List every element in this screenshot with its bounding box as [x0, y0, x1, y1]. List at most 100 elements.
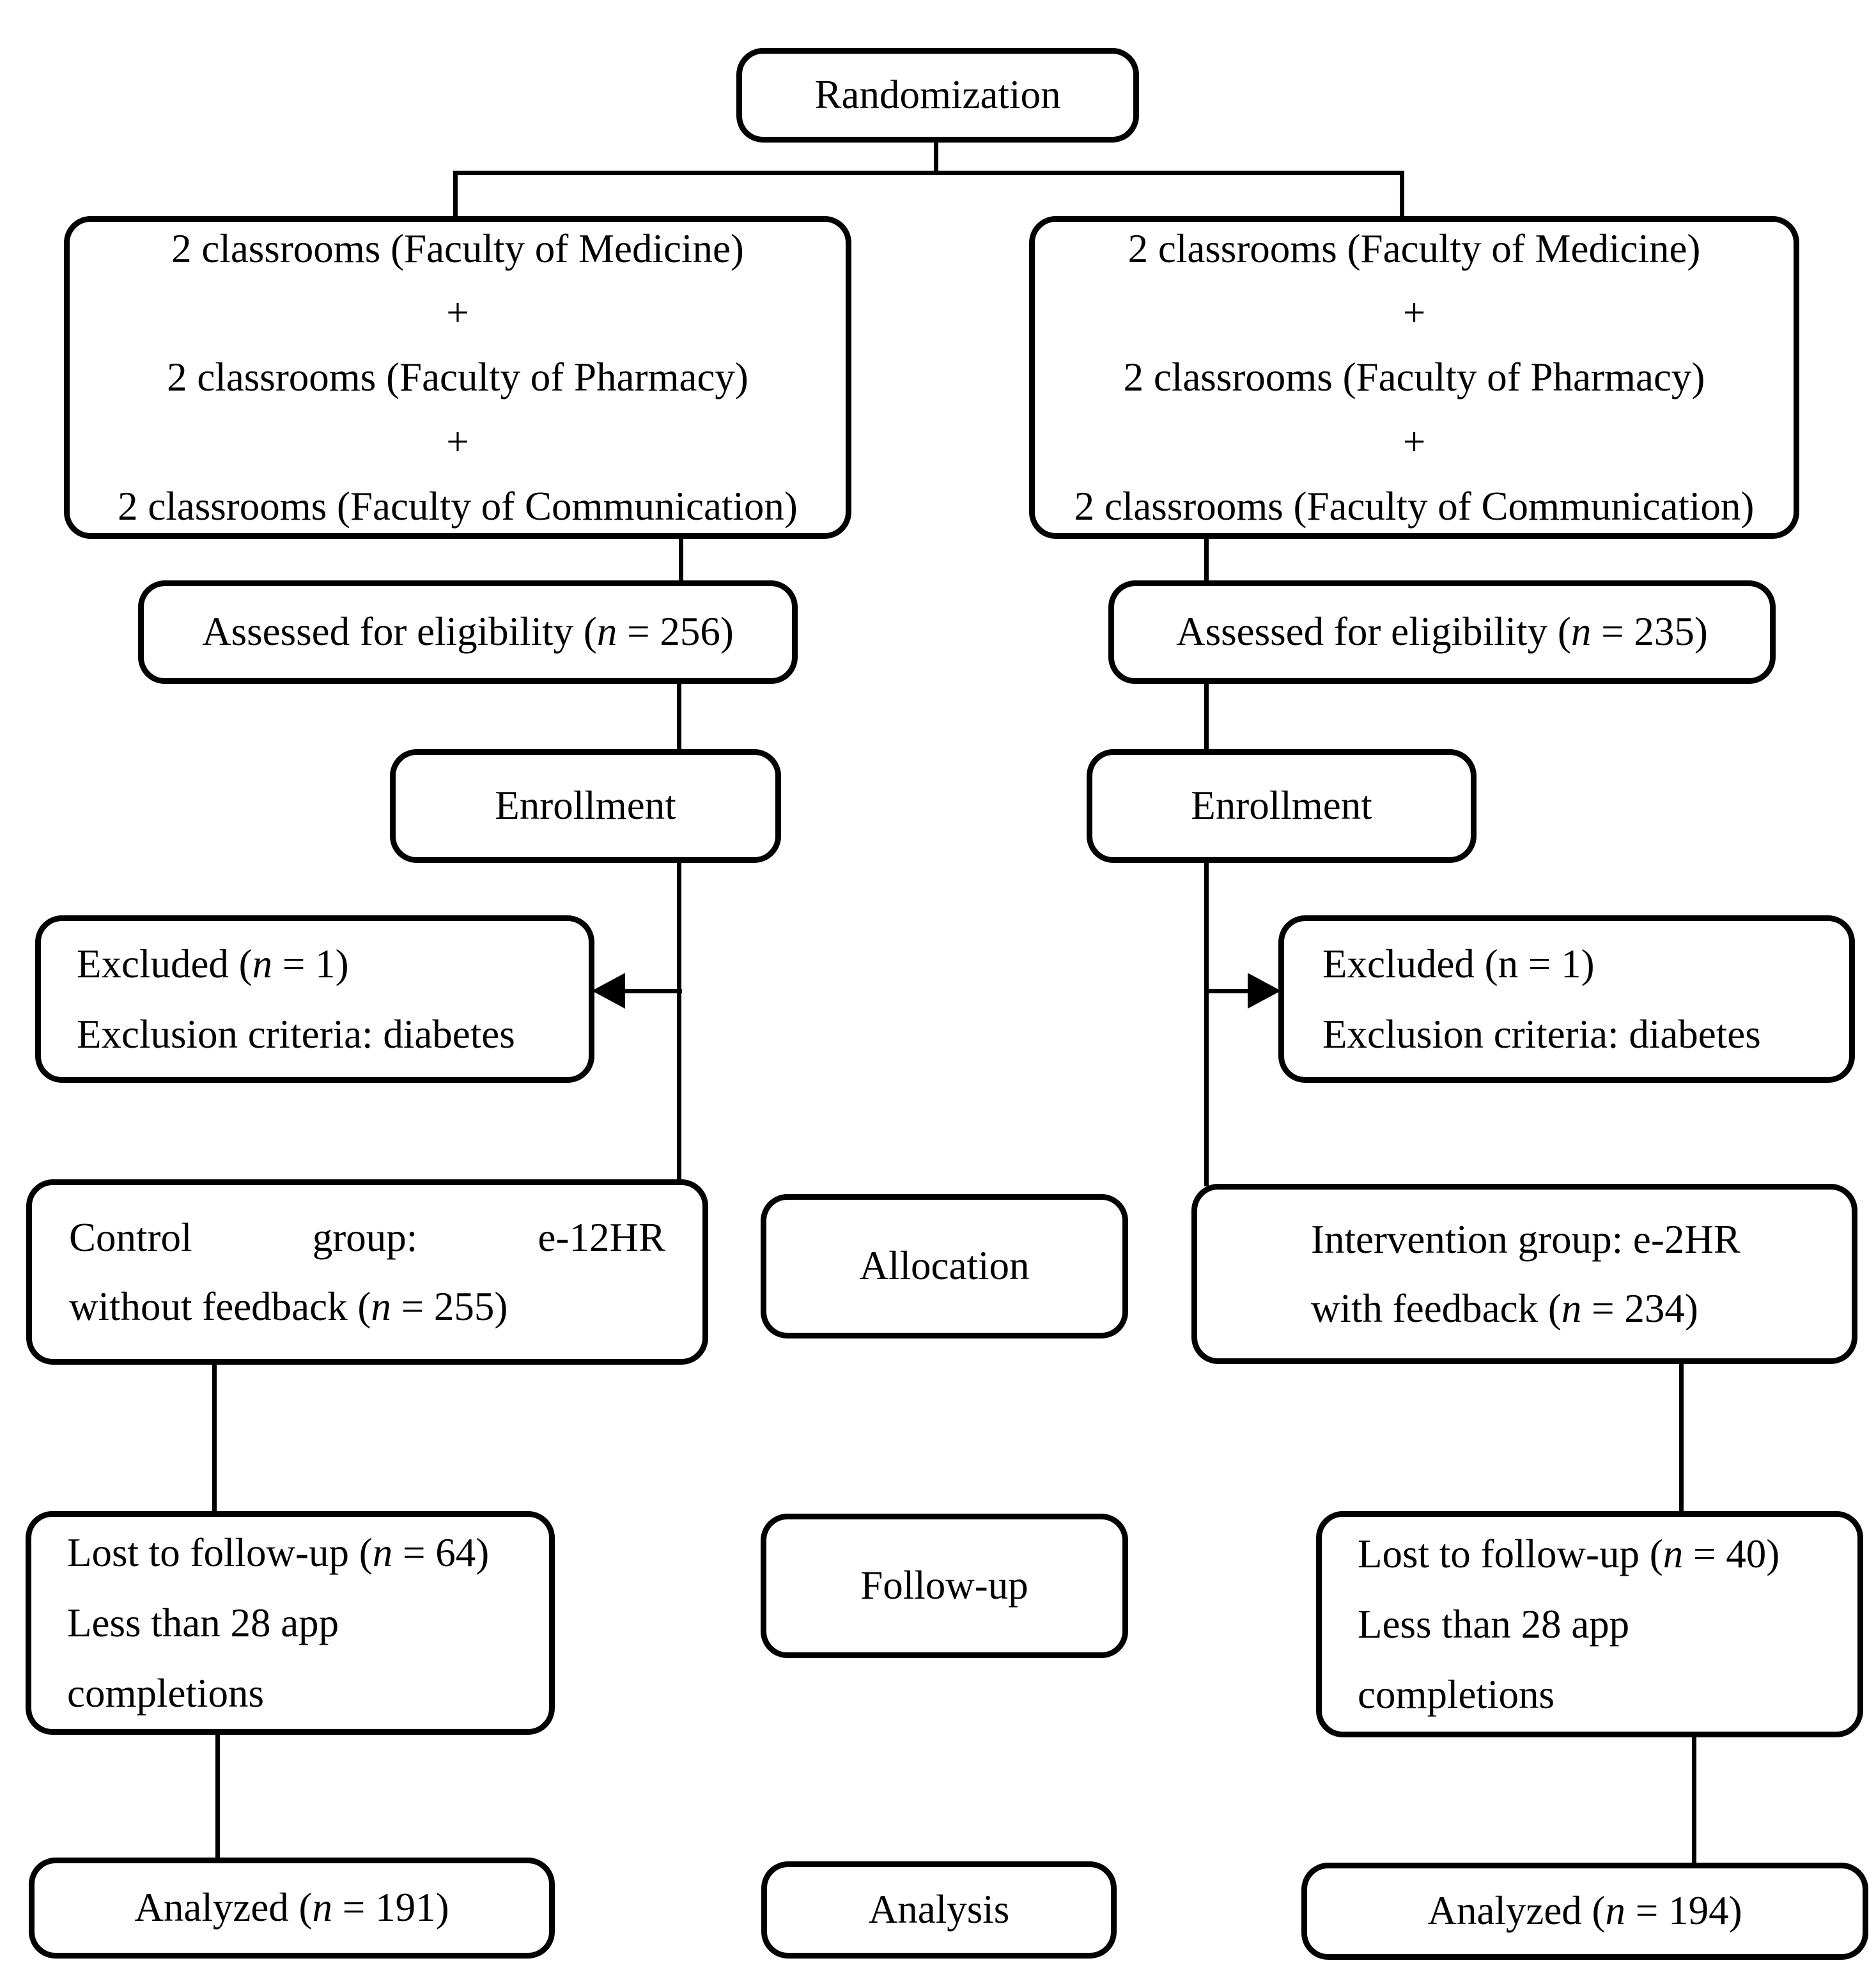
- excluded-count: = 1): [272, 941, 349, 986]
- right-analyzed-box: Analyzed (n = 194): [1301, 1863, 1868, 1960]
- plus-sign: +: [446, 290, 469, 336]
- n-variable: n: [1498, 941, 1519, 986]
- analysis-label: Analysis: [868, 1887, 1010, 1932]
- assessed-count: = 256): [617, 609, 734, 655]
- assessed-label: Assessed for eligibility (n = 256): [202, 601, 734, 663]
- lost-count: = 64): [392, 1530, 490, 1575]
- n-variable: n: [1605, 1888, 1626, 1934]
- intervention-group-line1: Intervention group: e-2HR: [1311, 1216, 1740, 1262]
- classrooms-line: 2 classrooms (Faculty of Communication): [1074, 483, 1755, 529]
- connector-left-group-lost: [212, 1363, 217, 1512]
- randomization-box: Randomization: [736, 48, 1139, 143]
- lost-reason-line: completions: [1358, 1672, 1554, 1718]
- classrooms-line: 2 classrooms (Faculty of Medicine): [171, 226, 744, 271]
- lost-reason-line: completions: [67, 1671, 264, 1716]
- connector-branch-horizontal: [453, 171, 1404, 175]
- right-assessed-box: Assessed for eligibility (n = 235): [1108, 580, 1776, 684]
- group-word: group:: [312, 1214, 418, 1260]
- n-variable: n: [312, 1885, 333, 1930]
- intervention-group-line2: with feedback (n = 234): [1311, 1274, 1698, 1343]
- plus-sign: +: [1402, 290, 1426, 336]
- excluded-label: Excluded (n = 1): [77, 929, 349, 999]
- left-excluded-box: Excluded (n = 1) Exclusion criteria: dia…: [35, 915, 594, 1083]
- enrollment-label: Enrollment: [1191, 783, 1372, 828]
- n-variable: n: [371, 1284, 391, 1329]
- n-variable: n: [1570, 609, 1592, 655]
- analyzed-count: = 194): [1625, 1888, 1742, 1934]
- connector-right-enrollment-group: [1204, 860, 1209, 1186]
- lost-reason-line: Less than 28 app: [1358, 1601, 1630, 1647]
- lost-count: = 40): [1683, 1531, 1780, 1576]
- analyzed-text: Analyzed (: [1427, 1888, 1606, 1934]
- left-enrollment-box: Enrollment: [390, 749, 781, 863]
- excluded-text: Excluded (: [77, 941, 252, 986]
- assessed-count: = 235): [1591, 609, 1708, 655]
- analyzed-text: Analyzed (: [134, 1885, 313, 1930]
- n-variable: n: [1663, 1531, 1684, 1576]
- lost-reason-line: Less than 28 app: [67, 1600, 339, 1645]
- connector-left-classrooms-assessed: [679, 537, 683, 583]
- control-group-line2: without feedback (n = 255): [69, 1272, 508, 1341]
- connector-right-excluded-line: [1207, 989, 1252, 993]
- connector-left-excluded-line: [621, 989, 682, 993]
- analyzed-count: = 191): [332, 1885, 449, 1930]
- n-variable: n: [596, 609, 617, 655]
- connector-left-enrollment-group: [677, 860, 681, 1182]
- right-lost-box: Lost to follow-up (n = 40) Less than 28 …: [1316, 1511, 1863, 1737]
- n-variable: n: [1561, 1286, 1582, 1331]
- control-word: Control: [69, 1214, 192, 1260]
- analyzed-label: Analyzed (n = 191): [134, 1877, 449, 1939]
- left-assessed-box: Assessed for eligibility (n = 256): [138, 580, 798, 684]
- control-group-box: Control group: e-12HR without feedback (…: [26, 1179, 708, 1365]
- feedback-text: with feedback (: [1311, 1286, 1562, 1331]
- allocation-box: Allocation: [761, 1194, 1128, 1338]
- group-count: = 255): [391, 1284, 508, 1329]
- right-classrooms-box: 2 classrooms (Faculty of Medicine) + 2 c…: [1029, 216, 1799, 539]
- group-count: = 234): [1581, 1286, 1698, 1331]
- excluded-count: = 1): [1518, 941, 1595, 986]
- connector-right-group-lost: [1679, 1362, 1684, 1512]
- analyzed-label: Analyzed (n = 194): [1427, 1880, 1742, 1943]
- connector-randomization-stub: [934, 141, 938, 173]
- feedback-text: without feedback (: [69, 1284, 371, 1329]
- followup-label: Follow-up: [860, 1563, 1028, 1608]
- left-analyzed-box: Analyzed (n = 191): [29, 1858, 555, 1959]
- exclusion-criteria: Exclusion criteria: diabetes: [1322, 1012, 1761, 1057]
- assessed-text: Assessed for eligibility (: [202, 609, 597, 655]
- excluded-label: Excluded (n = 1): [1322, 929, 1595, 999]
- app-name: e-12HR: [538, 1214, 665, 1260]
- excluded-text: Excluded (: [1322, 941, 1498, 986]
- analysis-box: Analysis: [761, 1861, 1117, 1959]
- connector-left-lost-analyzed: [215, 1734, 220, 1859]
- followup-box: Follow-up: [761, 1514, 1128, 1658]
- connector-left-assessed-enrollment: [677, 681, 681, 752]
- arrowhead-left-icon: [592, 973, 625, 1009]
- left-classrooms-box: 2 classrooms (Faculty of Medicine) + 2 c…: [64, 216, 851, 539]
- left-lost-box: Lost to follow-up (n = 64) Less than 28 …: [26, 1511, 555, 1735]
- intervention-group-box: Intervention group: e-2HR with feedback …: [1191, 1184, 1857, 1364]
- connector-right-lost-analyzed: [1692, 1735, 1696, 1864]
- lost-text: Lost to follow-up (: [1358, 1531, 1663, 1576]
- enrollment-label: Enrollment: [495, 783, 676, 828]
- allocation-label: Allocation: [859, 1243, 1030, 1289]
- connector-branch-left-drop: [453, 171, 458, 219]
- plus-sign: +: [446, 419, 469, 464]
- connector-right-assessed-enrollment: [1204, 681, 1209, 752]
- lost-label: Lost to follow-up (n = 40): [1358, 1519, 1779, 1589]
- connector-right-classrooms-assessed: [1204, 537, 1209, 583]
- arrowhead-right-icon: [1248, 973, 1281, 1009]
- classrooms-line: 2 classrooms (Faculty of Pharmacy): [1123, 355, 1705, 400]
- n-variable: n: [372, 1530, 393, 1575]
- connector-branch-right-drop: [1400, 171, 1404, 219]
- plus-sign: +: [1402, 419, 1426, 464]
- lost-text: Lost to follow-up (: [67, 1530, 373, 1575]
- exclusion-criteria: Exclusion criteria: diabetes: [77, 1012, 515, 1057]
- assessed-text: Assessed for eligibility (: [1176, 609, 1571, 655]
- control-group-line1: Control group: e-12HR: [69, 1203, 665, 1272]
- lost-label: Lost to follow-up (n = 64): [67, 1517, 489, 1588]
- right-enrollment-box: Enrollment: [1087, 749, 1477, 863]
- assessed-label: Assessed for eligibility (n = 235): [1176, 601, 1708, 663]
- classrooms-line: 2 classrooms (Faculty of Medicine): [1128, 226, 1701, 271]
- n-variable: n: [252, 941, 273, 986]
